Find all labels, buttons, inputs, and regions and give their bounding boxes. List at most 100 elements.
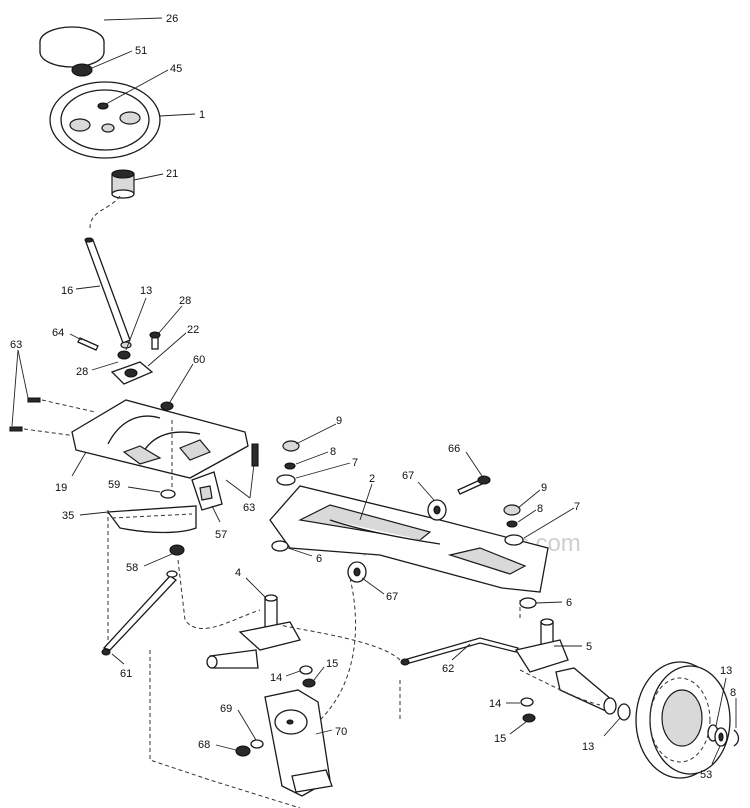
callout-label: 4 xyxy=(235,567,241,579)
callout-1: 1 xyxy=(159,109,205,121)
nut-68 xyxy=(235,745,251,757)
axle-spring-left xyxy=(284,462,296,470)
callout-label: 5 xyxy=(586,641,592,653)
washer-13-right xyxy=(617,703,631,721)
nut-15-left xyxy=(302,678,316,688)
callout-label: 67 xyxy=(402,470,414,482)
callout-label: 28 xyxy=(76,366,88,378)
steering-cap xyxy=(39,26,105,68)
front-wheel xyxy=(635,661,731,779)
axle-bushing-right xyxy=(504,534,524,546)
callout-16: 16 xyxy=(61,285,101,297)
callout-label: 8 xyxy=(537,503,543,515)
axle-cap-right xyxy=(503,504,521,516)
callout-64: 64 xyxy=(52,327,83,341)
front-axle xyxy=(269,485,549,593)
callout-label: 59 xyxy=(108,479,120,491)
callout-15-right: 15 xyxy=(494,721,527,745)
spindle-left xyxy=(206,594,301,669)
steering-nut xyxy=(71,63,93,77)
callout-label: 45 xyxy=(170,63,182,75)
callout-label: 13 xyxy=(720,665,732,677)
callout-13-axle: 13 xyxy=(582,717,621,753)
callout-8-right: 8 xyxy=(517,503,543,523)
callout-label: 66 xyxy=(448,443,460,455)
axle-washer-right-low xyxy=(519,597,537,609)
callout-28-mid: 28 xyxy=(76,361,119,378)
bolt-63-left-a xyxy=(27,397,41,403)
axle-bushing-left xyxy=(276,474,296,486)
callout-label: 53 xyxy=(700,769,712,781)
callout-57: 57 xyxy=(211,505,227,541)
callout-label: 9 xyxy=(541,482,547,494)
callout-13-wheel: 13 xyxy=(715,665,732,727)
callout-label: 64 xyxy=(52,327,64,339)
callout-label: 62 xyxy=(442,663,454,675)
callout-label: 13 xyxy=(582,741,594,753)
callout-70: 70 xyxy=(315,726,347,738)
callout-21: 21 xyxy=(133,168,178,181)
sector-gear xyxy=(106,505,197,534)
callout-label: 19 xyxy=(55,482,67,494)
washer-14-right xyxy=(520,697,534,707)
callout-label: 26 xyxy=(166,13,178,25)
callout-6-left: 6 xyxy=(287,547,322,565)
callout-label: 9 xyxy=(336,415,342,427)
callout-45: 45 xyxy=(105,63,182,105)
callout-label: 6 xyxy=(316,553,322,565)
callout-9-right: 9 xyxy=(517,482,547,509)
callout-51: 51 xyxy=(91,45,147,69)
callout-4: 4 xyxy=(235,567,267,599)
callout-8-wheel: 8 xyxy=(730,687,737,728)
callout-26: 26 xyxy=(103,13,178,25)
callout-66: 66 xyxy=(448,443,483,477)
callout-7-right: 7 xyxy=(523,501,580,539)
cap-53 xyxy=(714,727,728,747)
callout-label: 57 xyxy=(215,529,227,541)
callout-19: 19 xyxy=(55,451,87,494)
callout-9-left: 9 xyxy=(295,415,342,445)
callout-28-top: 28 xyxy=(157,295,191,335)
callout-label: 67 xyxy=(386,591,398,603)
callout-label: 8 xyxy=(330,446,336,458)
callout-label: 8 xyxy=(730,687,736,699)
callout-label: 15 xyxy=(326,658,338,670)
callout-label: 16 xyxy=(61,285,73,297)
pivot-bolt xyxy=(457,475,491,495)
callout-label: 61 xyxy=(120,668,132,680)
spacer-67-upper xyxy=(427,499,447,521)
washer-69 xyxy=(250,739,264,749)
callout-59: 59 xyxy=(108,479,161,493)
steering-wheel xyxy=(49,81,161,159)
callout-67-upper: 67 xyxy=(402,470,435,501)
callout-label: 14 xyxy=(489,698,501,710)
callout-label: 15 xyxy=(494,733,506,745)
bolt-28-top xyxy=(149,331,161,350)
callout-68: 68 xyxy=(198,739,237,751)
washer-13-top xyxy=(117,350,131,360)
callout-label: 68 xyxy=(198,739,210,751)
bolt-63-left-b xyxy=(9,426,23,432)
spindle-right xyxy=(514,618,617,715)
bracket xyxy=(191,471,223,511)
callout-label: 69 xyxy=(220,703,232,715)
nut-58 xyxy=(169,544,185,556)
washer-14-left xyxy=(299,665,313,675)
callout-60: 60 xyxy=(169,354,205,403)
bolt-63-right xyxy=(251,443,259,467)
callout-22: 22 xyxy=(147,324,199,367)
spacer-67-lower xyxy=(347,561,367,583)
callout-label: 28 xyxy=(179,295,191,307)
callout-13-top: 13 xyxy=(125,285,152,351)
callout-53: 53 xyxy=(700,745,721,781)
callout-6-right: 6 xyxy=(535,597,572,609)
callout-15-left: 15 xyxy=(313,658,338,681)
callout-2: 2 xyxy=(359,473,375,521)
hitch-pin xyxy=(77,337,99,351)
washer-59 xyxy=(160,489,176,499)
callout-label: 7 xyxy=(574,501,580,513)
nut-15-right xyxy=(522,713,536,723)
clip-8-wheel xyxy=(733,729,740,747)
callout-label: 63 xyxy=(243,502,255,514)
